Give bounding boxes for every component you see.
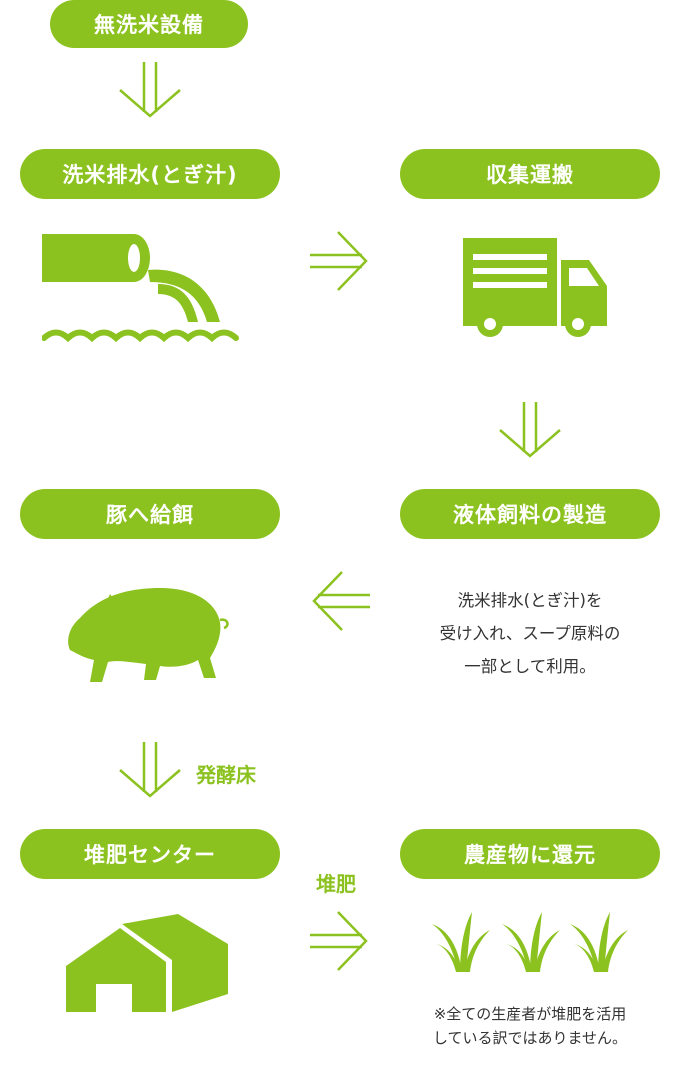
arrow-down-3 xyxy=(119,742,181,798)
arrow-down-2 xyxy=(499,402,561,458)
liquid-feed-note-line-3: 一部として利用。 xyxy=(464,657,596,676)
fermentation-bed-label: 発酵床 xyxy=(196,763,256,787)
step-compost-center: 堆肥センター xyxy=(20,829,280,879)
grass-icon xyxy=(502,912,560,972)
step-feed-pigs: 豚へ給餌 xyxy=(20,489,280,539)
grass-icon xyxy=(432,912,490,972)
compost-label: 堆肥 xyxy=(316,872,356,896)
arrow-down-1 xyxy=(119,62,181,118)
disclaimer-line-2: している訳ではありません。 xyxy=(432,1029,628,1047)
barn-icon xyxy=(66,914,228,1012)
pig-icon xyxy=(68,588,229,682)
step-collection: 収集運搬 xyxy=(400,149,660,199)
liquid-feed-note: 洗米排水(とぎ汁)を 受け入れ、スープ原料の 一部として利用。 xyxy=(410,584,650,683)
disclaimer-line-1: ※全ての生産者が堆肥を活用 xyxy=(433,1005,627,1023)
disclaimer-note: ※全ての生産者が堆肥を活用 している訳ではありません。 xyxy=(410,1002,650,1050)
truck-icon xyxy=(463,238,607,337)
arrow-left-1 xyxy=(312,571,370,631)
grass-icon xyxy=(570,912,628,972)
drain-pipe-icon xyxy=(42,234,239,343)
liquid-feed-note-line-1: 洗米排水(とぎ汁)を xyxy=(457,591,603,610)
arrow-right-1 xyxy=(310,231,368,291)
step-return-farm: 農産物に還元 xyxy=(400,829,660,879)
step-liquid-feed: 液体飼料の製造 xyxy=(400,489,660,539)
liquid-feed-note-line-2: 受け入れ、スープ原料の xyxy=(439,624,621,643)
arrow-right-2 xyxy=(310,911,368,971)
step-no-wash-rice: 無洗米設備 xyxy=(50,0,248,48)
step-rinse-water: 洗米排水(とぎ汁) xyxy=(20,149,280,199)
